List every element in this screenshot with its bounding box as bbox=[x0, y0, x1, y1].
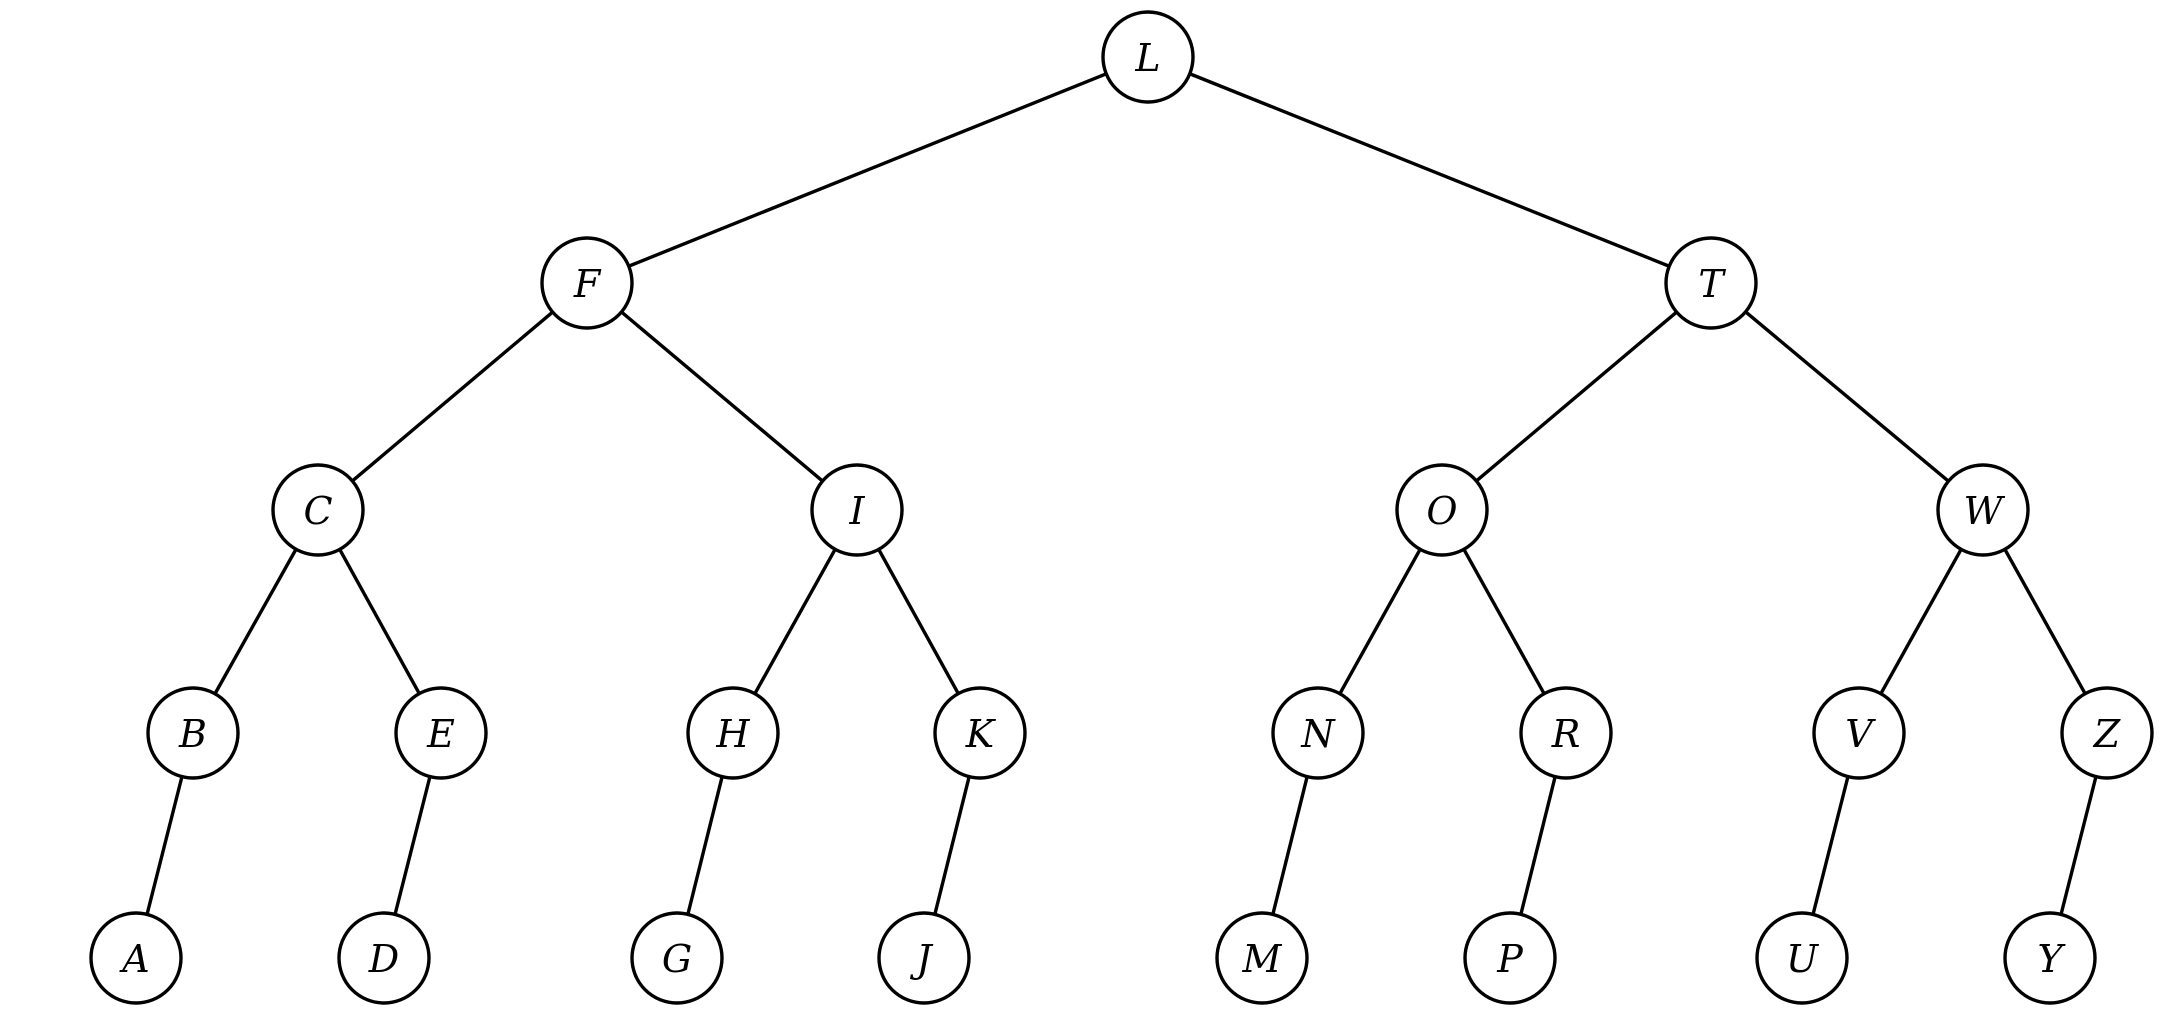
edge-E-D bbox=[393, 776, 432, 915]
tree-edges bbox=[145, 72, 2098, 915]
edge-R-P bbox=[1519, 776, 1557, 915]
node-circle-Y bbox=[2003, 911, 2097, 1005]
edge-T-O bbox=[1475, 310, 1678, 483]
edge-I-K bbox=[877, 548, 960, 695]
node-label-Z: Z bbox=[2093, 712, 2121, 756]
tree-node-E: E bbox=[394, 686, 488, 780]
node-label-E: E bbox=[426, 712, 455, 756]
edge-O-R bbox=[1462, 548, 1546, 695]
tree-node-I: I bbox=[810, 463, 904, 557]
tree-node-N: N bbox=[1271, 686, 1365, 780]
node-circle-G bbox=[630, 911, 724, 1005]
edge-B-A bbox=[145, 776, 184, 915]
node-label-O: O bbox=[1426, 489, 1457, 533]
tree-node-P: P bbox=[1463, 911, 1557, 1005]
edge-F-C bbox=[351, 310, 554, 483]
node-label-N: N bbox=[1300, 712, 1336, 756]
node-circle-L bbox=[1101, 10, 1195, 104]
tree-node-G: G bbox=[630, 911, 724, 1005]
edge-Z-Y bbox=[2059, 776, 2098, 915]
edge-C-B bbox=[213, 548, 298, 695]
node-circle-U bbox=[1755, 911, 1849, 1005]
node-circle-I bbox=[810, 463, 904, 557]
node-circle-T bbox=[1664, 236, 1758, 330]
edge-C-E bbox=[338, 548, 421, 695]
edge-W-Z bbox=[2003, 548, 2087, 695]
tree-node-V: V bbox=[1812, 686, 1906, 780]
tree-node-H: H bbox=[686, 686, 780, 780]
tree-node-O: O bbox=[1395, 463, 1489, 557]
tree-node-C: C bbox=[271, 463, 365, 557]
node-label-B: B bbox=[178, 712, 207, 756]
tree-node-M: M bbox=[1215, 911, 1309, 1005]
node-label-K: K bbox=[965, 712, 997, 756]
tree-node-Y: Y bbox=[2003, 911, 2097, 1005]
edge-I-H bbox=[753, 548, 837, 695]
node-label-W: W bbox=[1963, 489, 2005, 533]
node-label-G: G bbox=[662, 937, 692, 981]
node-label-Y: Y bbox=[2037, 937, 2066, 981]
node-circle-W bbox=[1936, 463, 2030, 557]
node-label-T: T bbox=[1698, 262, 1726, 306]
edge-H-G bbox=[686, 776, 724, 915]
node-label-H: H bbox=[715, 712, 750, 756]
node-label-C: C bbox=[303, 489, 332, 533]
node-label-U: U bbox=[1786, 937, 1820, 981]
node-circle-V bbox=[1812, 686, 1906, 780]
edge-L-T bbox=[1189, 72, 1670, 268]
node-circle-B bbox=[146, 686, 240, 780]
node-circle-R bbox=[1519, 686, 1613, 780]
tree-node-W: W bbox=[1936, 463, 2030, 557]
edge-N-M bbox=[1271, 776, 1309, 915]
tree-node-D: D bbox=[337, 911, 431, 1005]
node-circle-P bbox=[1463, 911, 1557, 1005]
node-label-D: D bbox=[368, 937, 399, 981]
node-label-F: F bbox=[573, 262, 602, 306]
node-circle-D bbox=[337, 911, 431, 1005]
tree-node-Z: Z bbox=[2060, 686, 2154, 780]
tree-nodes: L F T C I O W B E H K N R V Z A D G J M P U Y bbox=[89, 10, 2154, 1005]
node-circle-Z bbox=[2060, 686, 2154, 780]
edge-K-J bbox=[933, 776, 971, 915]
edge-W-V bbox=[1879, 548, 1963, 695]
edge-O-N bbox=[1338, 548, 1422, 695]
node-label-V: V bbox=[1845, 712, 1876, 756]
edge-V-U bbox=[1811, 776, 1850, 915]
node-circle-E bbox=[394, 686, 488, 780]
tree-node-U: U bbox=[1755, 911, 1849, 1005]
tree-node-L: L bbox=[1101, 10, 1195, 104]
edge-T-W bbox=[1744, 310, 1950, 483]
tree-node-B: B bbox=[146, 686, 240, 780]
tree-node-F: F bbox=[540, 236, 634, 330]
node-circle-F bbox=[540, 236, 634, 330]
node-label-P: P bbox=[1496, 937, 1524, 981]
edge-L-F bbox=[628, 72, 1107, 268]
node-circle-K bbox=[933, 686, 1027, 780]
node-label-R: R bbox=[1551, 712, 1581, 756]
node-circle-H bbox=[686, 686, 780, 780]
node-circle-A bbox=[89, 911, 183, 1005]
tree-node-K: K bbox=[933, 686, 1027, 780]
tree-node-A: A bbox=[89, 911, 183, 1005]
node-label-I: I bbox=[848, 489, 865, 533]
edge-F-I bbox=[620, 310, 824, 483]
node-label-L: L bbox=[1134, 36, 1160, 80]
node-circle-N bbox=[1271, 686, 1365, 780]
tree-node-R: R bbox=[1519, 686, 1613, 780]
node-label-A: A bbox=[119, 937, 149, 981]
node-circle-J bbox=[877, 911, 971, 1005]
tree-node-J: J bbox=[877, 911, 971, 1005]
node-circle-O bbox=[1395, 463, 1489, 557]
node-circle-C bbox=[271, 463, 365, 557]
node-label-M: M bbox=[1242, 937, 1283, 981]
tree-node-T: T bbox=[1664, 236, 1758, 330]
node-circle-M bbox=[1215, 911, 1309, 1005]
